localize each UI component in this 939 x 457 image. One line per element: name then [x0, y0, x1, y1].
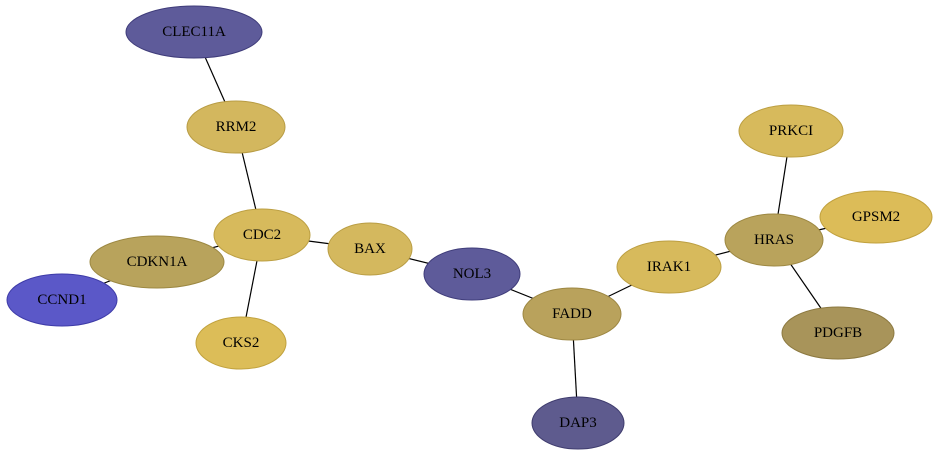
- node-label: CDKN1A: [127, 254, 188, 270]
- node-ellipse[interactable]: [195, 316, 287, 370]
- node-label: BAX: [354, 241, 386, 257]
- node-label: HRAS: [754, 232, 794, 248]
- node-ellipse[interactable]: [186, 100, 286, 154]
- node-label: DAP3: [559, 415, 597, 431]
- node-rrm2[interactable]: RRM2: [186, 100, 286, 154]
- node-ellipse[interactable]: [522, 287, 622, 341]
- node-irak1[interactable]: IRAK1: [616, 240, 722, 294]
- node-label: PRKCI: [769, 123, 813, 139]
- node-label: NOL3: [453, 266, 491, 282]
- node-label: CKS2: [223, 335, 260, 351]
- node-label: FADD: [552, 306, 592, 322]
- node-label: IRAK1: [647, 259, 691, 275]
- node-fadd[interactable]: FADD: [522, 287, 622, 341]
- node-cdc2[interactable]: CDC2: [213, 208, 311, 262]
- node-label: CCND1: [37, 292, 86, 308]
- node-label: CLEC11A: [162, 24, 226, 40]
- node-ellipse[interactable]: [423, 247, 521, 301]
- node-cks2[interactable]: CKS2: [195, 316, 287, 370]
- node-ellipse[interactable]: [125, 5, 263, 59]
- node-label: RRM2: [216, 119, 257, 135]
- node-prkci[interactable]: PRKCI: [738, 104, 844, 158]
- node-ellipse[interactable]: [327, 222, 413, 276]
- node-pdgfb[interactable]: PDGFB: [781, 306, 895, 360]
- node-label: PDGFB: [814, 325, 862, 341]
- node-ellipse[interactable]: [781, 306, 895, 360]
- node-dap3[interactable]: DAP3: [531, 396, 625, 450]
- node-ellipse[interactable]: [738, 104, 844, 158]
- node-ellipse[interactable]: [616, 240, 722, 294]
- node-gpsm2[interactable]: GPSM2: [819, 190, 933, 244]
- node-ellipse[interactable]: [724, 213, 824, 267]
- node-ccnd1[interactable]: CCND1: [6, 273, 118, 327]
- node-label: GPSM2: [852, 209, 900, 225]
- node-clec11a[interactable]: CLEC11A: [125, 5, 263, 59]
- node-hras[interactable]: HRAS: [724, 213, 824, 267]
- node-ellipse[interactable]: [819, 190, 933, 244]
- node-label: CDC2: [243, 227, 281, 243]
- node-ellipse[interactable]: [213, 208, 311, 262]
- node-nol3[interactable]: NOL3: [423, 247, 521, 301]
- node-cdkn1a[interactable]: CDKN1A: [89, 235, 225, 289]
- node-bax[interactable]: BAX: [327, 222, 413, 276]
- node-ellipse[interactable]: [6, 273, 118, 327]
- node-ellipse[interactable]: [89, 235, 225, 289]
- node-ellipse[interactable]: [531, 396, 625, 450]
